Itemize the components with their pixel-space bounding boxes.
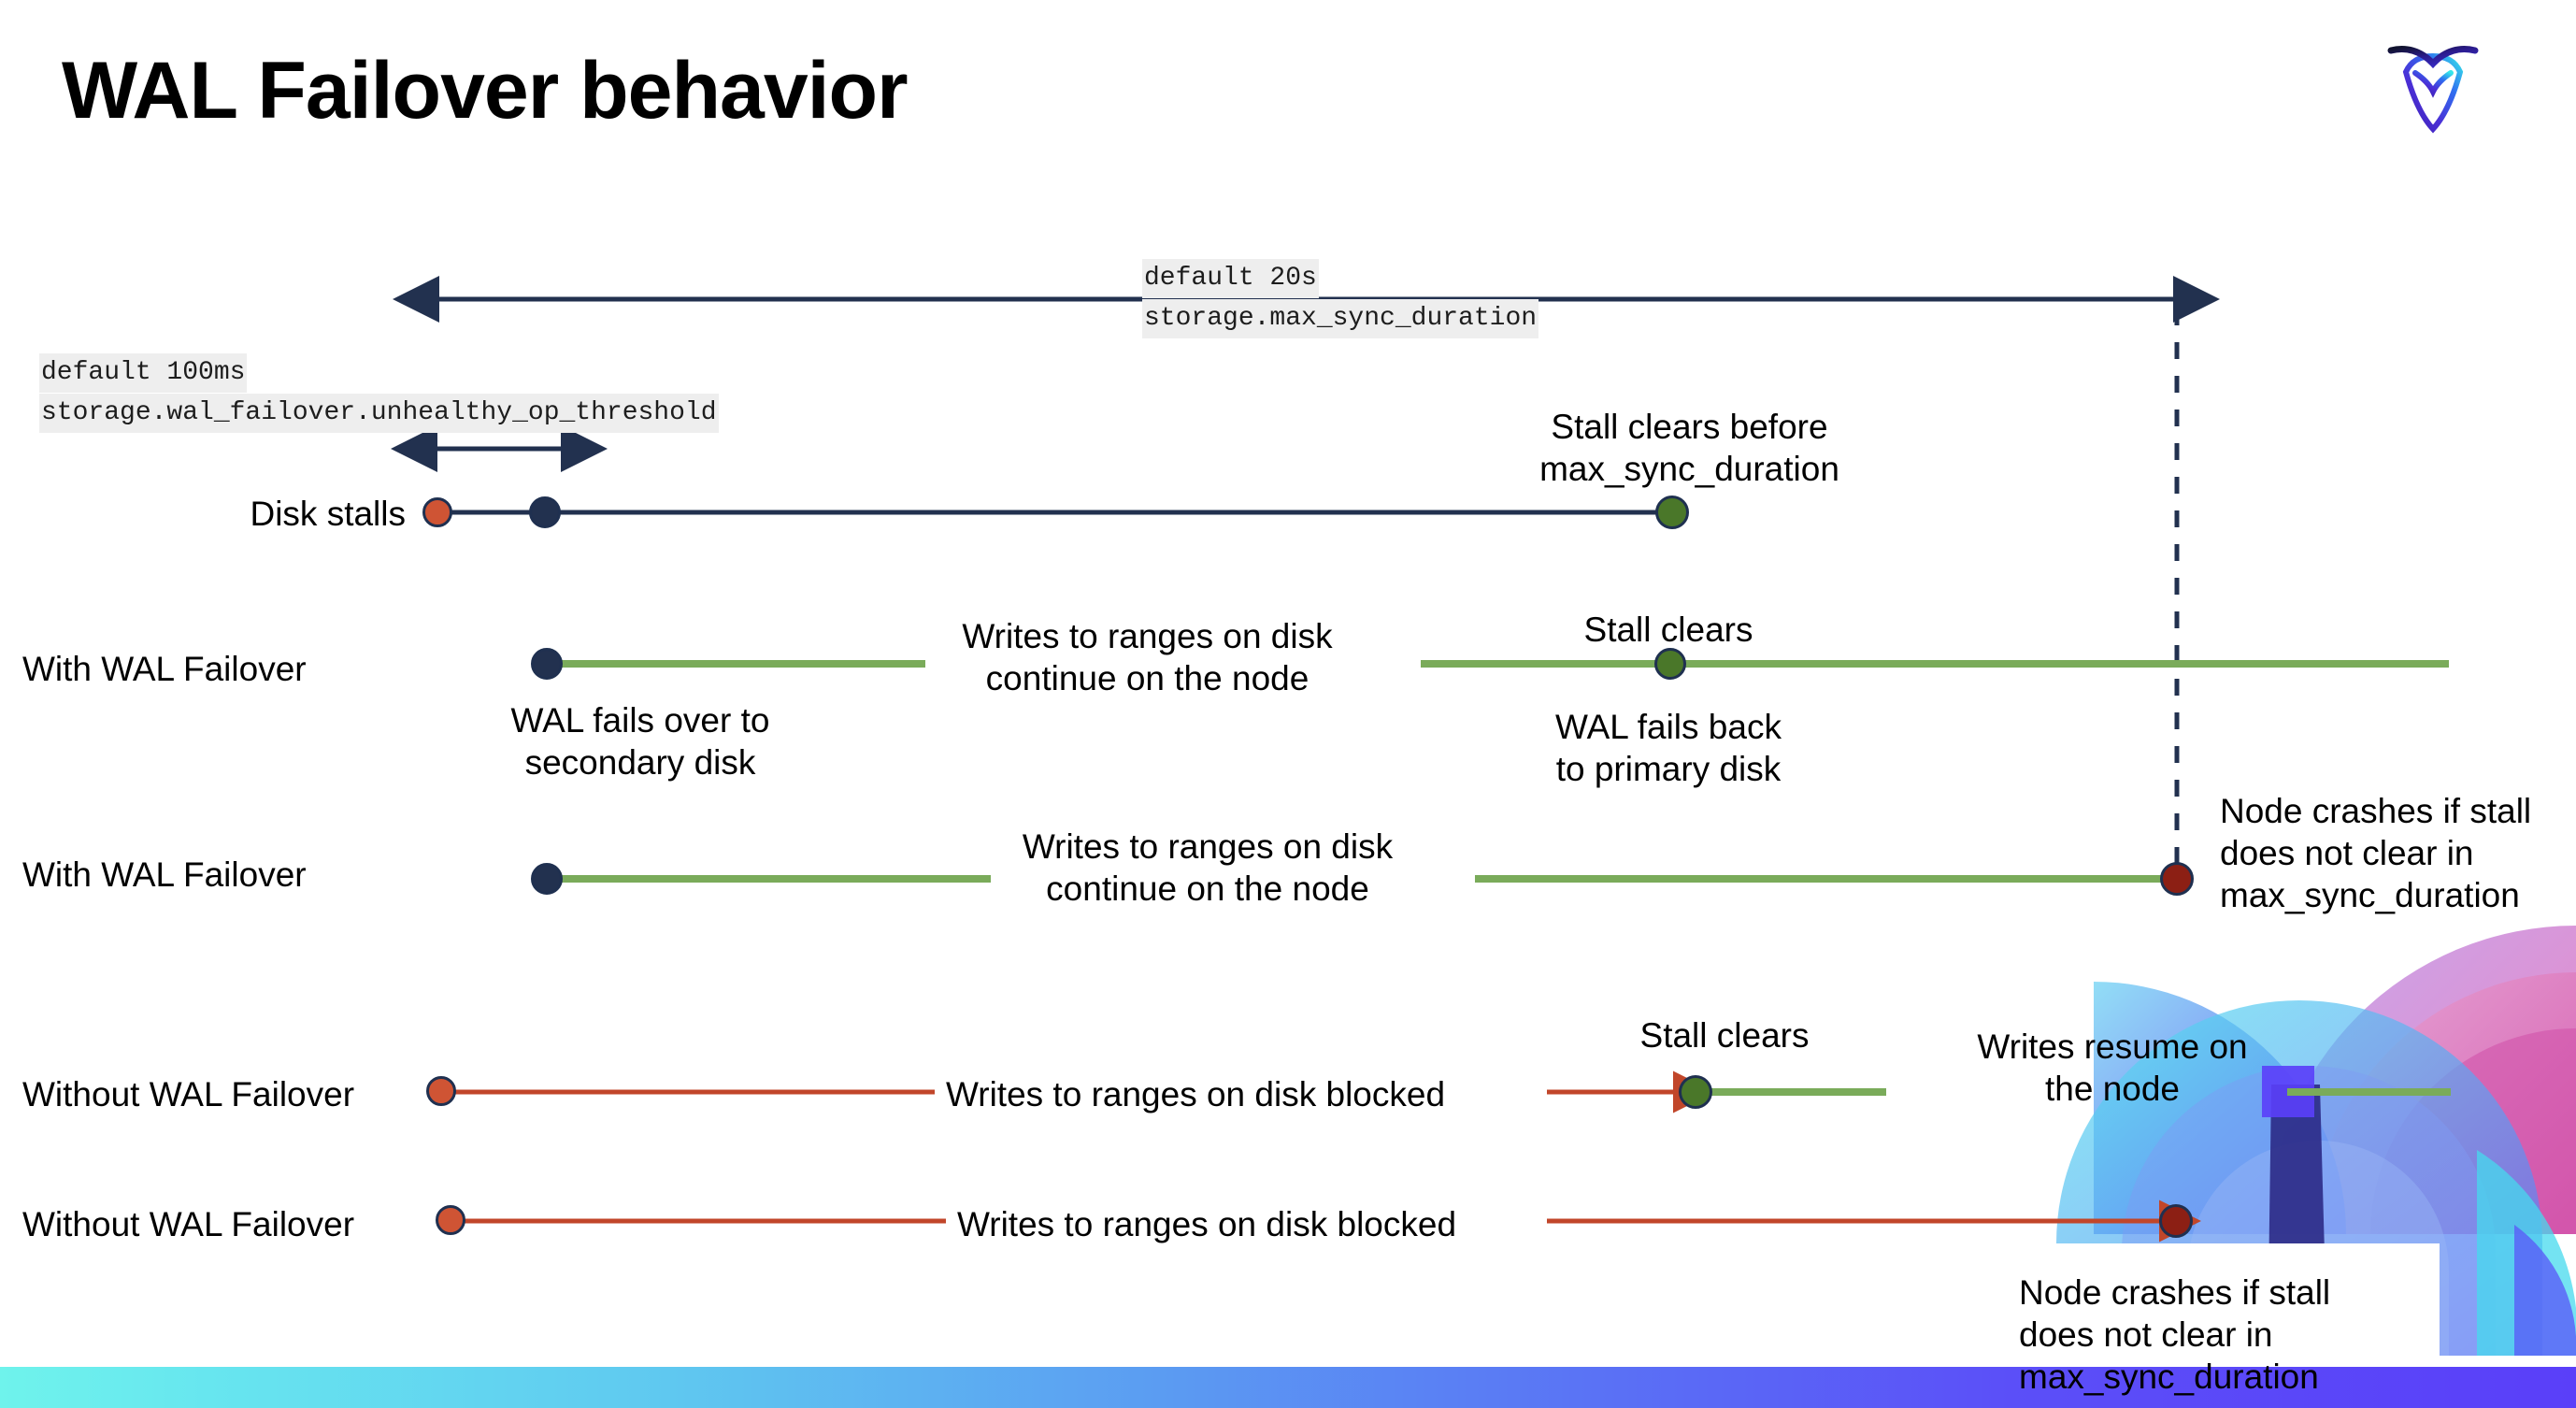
callout-stall-clears: Stall clears	[1583, 611, 1753, 649]
stall-clears-dot	[1654, 648, 1686, 680]
wal-failover-start-dot	[531, 648, 563, 680]
callout-node-crashes-2: Node crashes if stall does not clear in …	[2019, 1273, 2331, 1397]
without-failover-stall-start-dot	[426, 1076, 456, 1106]
without-failover-stall-start-dot-2	[436, 1205, 465, 1235]
max-sync-duration-setting-chip: storage.max_sync_duration	[1142, 299, 1539, 338]
callout-writes-blocked-2: Writes to ranges on disk blocked	[957, 1205, 1457, 1243]
row-label-without-wal-failover-recovers: Without WAL Failover	[22, 1075, 355, 1113]
callout-writes-continue: Writes to ranges on disk continue on the…	[962, 617, 1333, 698]
disk-stall-start-dot	[422, 497, 452, 527]
bottom-gradient-bar	[0, 1367, 2576, 1408]
callout-stall-clears-before: Stall clears before max_sync_duration	[1539, 408, 1839, 489]
disk-stall-detected-dot	[529, 496, 561, 528]
row-label-with-wal-failover-recovers: With WAL Failover	[22, 650, 307, 688]
callout-stall-clears-2: Stall clears	[1639, 1016, 1810, 1055]
unhealthy-op-threshold-default-chip: default 100ms	[39, 353, 248, 393]
row-label-with-wal-failover-crashes: With WAL Failover	[22, 855, 307, 894]
page-title: WAL Failover behavior	[62, 46, 909, 136]
max-sync-duration-default-chip: default 20s	[1142, 259, 1319, 298]
unhealthy-op-threshold-setting-chip: storage.wal_failover.unhealthy_op_thresh…	[39, 394, 719, 433]
row-label-without-wal-failover-crashes: Without WAL Failover	[22, 1205, 355, 1243]
row-label-disk-stalls: Disk stalls	[250, 495, 406, 533]
node-crash-dot-2	[2159, 1204, 2193, 1238]
node-crash-dot-1	[2160, 862, 2194, 896]
callout-wal-fails-over: WAL fails over to secondary disk	[510, 701, 770, 783]
wal-failover-start-dot-2	[531, 863, 563, 895]
without-failover-stall-clears-dot	[1679, 1075, 1712, 1109]
cockroach-labs-logo-icon	[2382, 32, 2484, 138]
callout-writes-continue-2: Writes to ranges on disk continue on the…	[1022, 827, 1394, 909]
callout-writes-blocked: Writes to ranges on disk blocked	[946, 1075, 1446, 1113]
callout-writes-resume: Writes resume on the node	[1977, 1027, 2248, 1109]
callout-wal-fails-back: WAL fails back to primary disk	[1555, 708, 1782, 789]
disk-stall-cleared-dot	[1655, 496, 1689, 529]
callout-node-crashes-1: Node crashes if stall does not clear in …	[2220, 792, 2532, 915]
